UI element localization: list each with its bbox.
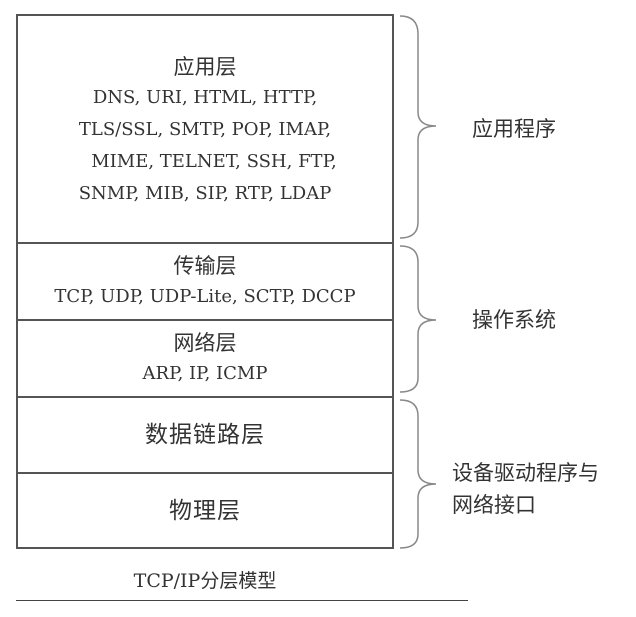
diagram-caption: TCP/IP分层模型: [133, 570, 277, 592]
application-protocols-line-4: SNMP, MIB, SIP, RTP, LDAP: [78, 183, 332, 204]
group-label-driver-line-2: 网络接口: [452, 493, 536, 517]
physical-layer: 物理层: [18, 474, 392, 547]
application-layer: 应用层 DNS, URI, HTML, HTTP, TLS/SSL, SMTP,…: [18, 16, 392, 244]
brace-operating-system: [399, 245, 437, 393]
group-label-application-program: 应用程序: [472, 117, 556, 141]
datalink-layer-title: 数据链路层: [145, 422, 265, 448]
network-layer: 网络层 ARP, IP, ICMP: [18, 321, 392, 398]
transport-layer: 传输层 TCP, UDP, UDP-Lite, SCTP, DCCP: [18, 244, 392, 321]
physical-layer-title: 物理层: [169, 497, 241, 524]
transport-protocols: TCP, UDP, UDP-Lite, SCTP, DCCP: [54, 285, 356, 307]
application-protocols-line-1: DNS, URI, HTML, HTTP,: [92, 87, 318, 108]
caption-underline: [16, 600, 468, 601]
network-protocols: ARP, IP, ICMP: [142, 362, 268, 384]
brace-application-program: [399, 15, 437, 239]
datalink-layer: 数据链路层: [18, 398, 392, 474]
application-layer-title: 应用层: [173, 55, 237, 79]
brace-driver-interface: [399, 399, 437, 549]
tcpip-layer-stack: 应用层 DNS, URI, HTML, HTTP, TLS/SSL, SMTP,…: [16, 14, 394, 549]
application-protocols-line-2: TLS/SSL, SMTP, POP, IMAP,: [78, 119, 332, 140]
application-protocols-line-3: MIME, TELNET, SSH, FTP,: [91, 151, 337, 172]
transport-layer-title: 传输层: [173, 253, 237, 278]
group-label-operating-system: 操作系统: [472, 308, 556, 332]
network-layer-title: 网络层: [173, 330, 237, 355]
group-label-driver-line-1: 设备驱动程序与: [452, 461, 599, 485]
